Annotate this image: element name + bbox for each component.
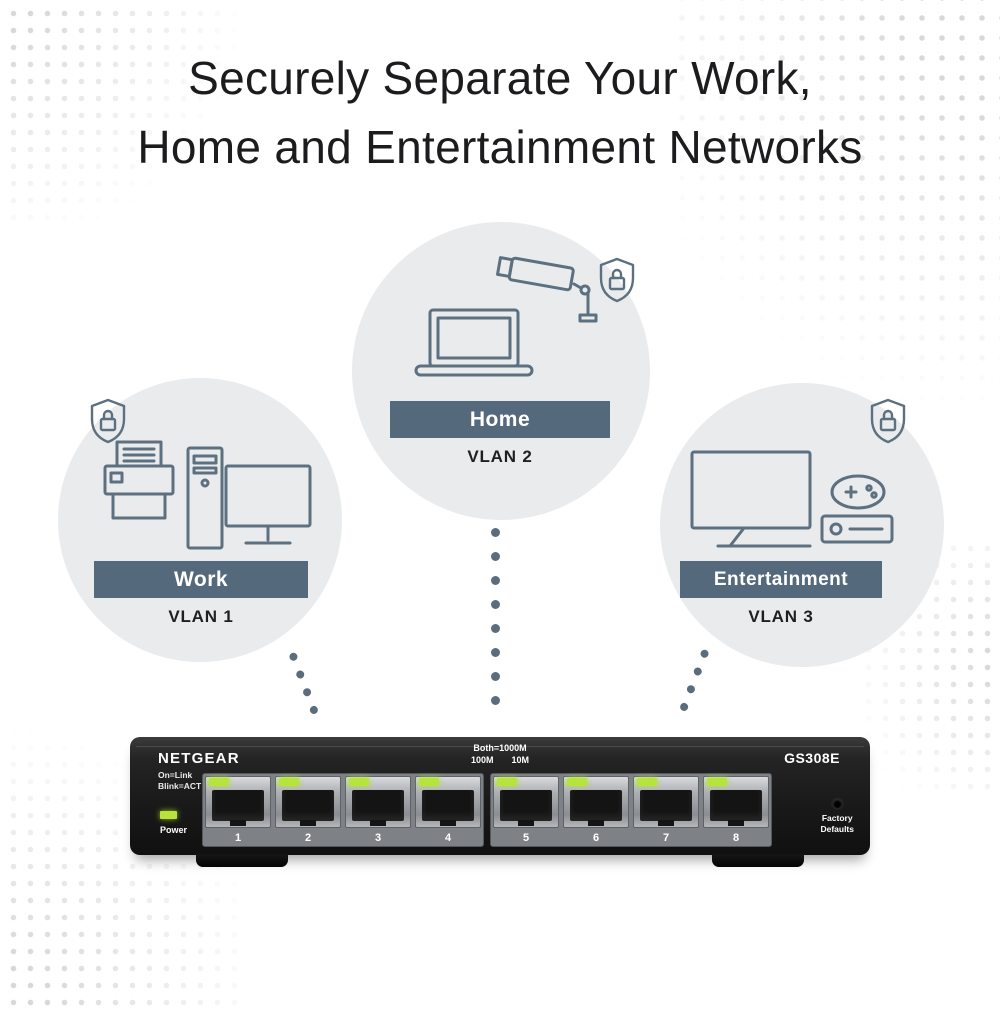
entertainment-connector-dots <box>678 648 710 713</box>
port-group-2: 5 6 7 8 <box>490 773 772 847</box>
port-jack <box>212 790 264 821</box>
factory-label-line2: Defaults <box>820 824 854 835</box>
speed-legend: Both=1000M 100M 10M <box>433 743 567 766</box>
port-jack <box>352 790 404 821</box>
port-led <box>707 778 727 786</box>
shield-lock-icon <box>597 257 637 303</box>
port-number: 1 <box>234 832 242 844</box>
port-bezel <box>633 776 699 828</box>
home-icons <box>402 252 612 392</box>
factory-reset-hole <box>832 799 842 808</box>
port-bezel <box>345 776 411 828</box>
factory-defaults: Factory Defaults <box>820 799 854 836</box>
port-led <box>419 778 439 786</box>
security-camera-icon <box>496 256 598 323</box>
link-legend: On=Link Blink=ACT <box>158 770 201 793</box>
model-label: GS308E <box>784 750 840 766</box>
shield-lock-icon <box>868 398 908 444</box>
link-legend-blink: Blink=ACT <box>158 781 202 792</box>
game-console-icon <box>820 514 894 544</box>
ethernet-port: 8 <box>703 776 769 844</box>
port-led <box>497 778 517 786</box>
port-group-1: 1 2 3 4 <box>202 773 484 847</box>
ethernet-port: 1 <box>205 776 271 844</box>
port-bank: 1 2 3 4 5 6 <box>202 773 772 847</box>
ethernet-port: 5 <box>493 776 559 844</box>
port-led <box>209 778 229 786</box>
link-legend-on: On=Link <box>158 770 193 780</box>
ethernet-port: 7 <box>633 776 699 844</box>
network-switch: NETGEAR GS308E Both=1000M 100M 10M On=Li… <box>130 737 870 867</box>
port-jack <box>710 790 762 821</box>
speed-legend-10m: 10M <box>511 754 530 765</box>
port-bezel <box>563 776 629 828</box>
work-bubble <box>58 378 342 662</box>
port-number: 5 <box>522 832 530 844</box>
entertainment-vlan-label: VLAN 3 <box>748 607 814 626</box>
port-number: 6 <box>592 832 600 844</box>
home-vlan-label: VLAN 2 <box>467 447 533 466</box>
port-jack <box>570 790 622 821</box>
port-bezel <box>703 776 769 828</box>
brand-label: NETGEAR <box>158 750 240 767</box>
work-vlan-label: VLAN 1 <box>168 607 234 626</box>
tv-icon <box>690 450 812 548</box>
port-bezel <box>493 776 559 828</box>
speed-legend-100m: 100M <box>470 754 494 765</box>
home-connector-dots <box>491 528 500 705</box>
gamepad-icon <box>830 474 886 510</box>
port-number: 8 <box>732 832 740 844</box>
home-label-bar: Home <box>390 401 610 438</box>
ethernet-port: 4 <box>415 776 481 844</box>
port-bezel <box>275 776 341 828</box>
port-number: 3 <box>374 832 382 844</box>
ethernet-port: 6 <box>563 776 629 844</box>
home-label: Home <box>469 407 531 431</box>
work-connector-dots <box>288 651 320 716</box>
headline: Securely Separate Your Work, Home and En… <box>0 44 1000 182</box>
laptop-icon <box>414 308 534 377</box>
desktop-computer-icon <box>186 446 312 550</box>
entertainment-icons <box>688 448 900 558</box>
shield-lock-icon <box>88 398 128 444</box>
power-indicator: Power <box>160 811 187 835</box>
port-bezel <box>415 776 481 828</box>
ethernet-port: 3 <box>345 776 411 844</box>
entertainment-bubble <box>660 383 944 667</box>
entertainment-label-bar: Entertainment <box>680 561 882 598</box>
work-label: Work <box>173 567 229 591</box>
switch-foot-left <box>196 854 288 867</box>
port-led <box>567 778 587 786</box>
work-label-bar: Work <box>94 561 308 598</box>
power-label: Power <box>160 825 188 835</box>
port-led <box>279 778 299 786</box>
port-jack <box>282 790 334 821</box>
headline-line1: Securely Separate Your Work, <box>188 52 812 104</box>
work-icons <box>100 440 315 558</box>
port-number: 4 <box>444 832 452 844</box>
switch-foot-right <box>712 854 804 867</box>
port-jack <box>422 790 474 821</box>
entertainment-label: Entertainment <box>713 568 849 590</box>
port-bezel <box>205 776 271 828</box>
port-jack <box>500 790 552 821</box>
headline-line2: Home and Entertainment Networks <box>137 121 863 173</box>
speed-legend-both: Both=1000M <box>473 743 527 753</box>
ethernet-port: 2 <box>275 776 341 844</box>
port-led <box>349 778 369 786</box>
factory-label-line1: Factory <box>821 813 853 823</box>
power-led <box>160 811 177 819</box>
port-led <box>637 778 657 786</box>
port-number: 2 <box>304 832 312 844</box>
port-jack <box>640 790 692 821</box>
printer-icon <box>103 440 175 520</box>
port-number: 7 <box>662 832 670 844</box>
